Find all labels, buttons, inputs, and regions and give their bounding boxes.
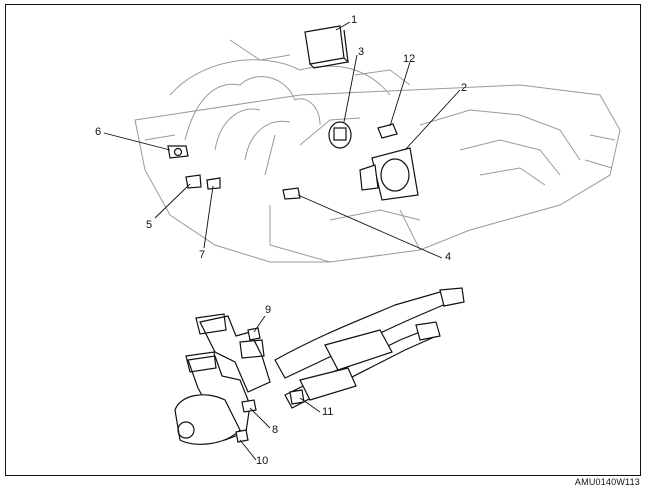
callout-12: 12 — [403, 53, 416, 65]
callout-1: 1 — [351, 14, 358, 26]
exhaust-system — [174, 287, 465, 445]
callout-8: 8 — [272, 424, 279, 436]
callout-7: 7 — [199, 249, 206, 261]
oxygen-sensor-11 — [289, 389, 305, 405]
engine-outline — [134, 39, 621, 263]
callout-2: 2 — [461, 82, 468, 94]
callout-4: 4 — [445, 251, 452, 263]
control-module — [304, 25, 345, 65]
diagram-border — [5, 4, 641, 476]
sensor-12 — [377, 123, 398, 139]
catalytic-converter-lower — [299, 367, 357, 401]
sensor-7 — [206, 177, 221, 190]
oxygen-sensor-9 — [247, 327, 261, 341]
engine-components — [167, 25, 419, 201]
figure-code: AMU0140W113 — [574, 477, 640, 487]
callout-6: 6 — [95, 126, 102, 138]
oxygen-sensor-8 — [241, 399, 257, 413]
oxygen-sensor-10 — [235, 429, 249, 443]
sensor-4 — [282, 187, 301, 200]
leader-lines — [103, 21, 461, 461]
throttle-body — [371, 147, 419, 201]
callout-9: 9 — [265, 304, 272, 316]
callout-10: 10 — [256, 455, 269, 467]
callout-3: 3 — [358, 46, 365, 58]
exhaust-manifold-upper — [199, 315, 271, 393]
callout-5: 5 — [146, 219, 153, 231]
catalytic-converter-upper — [324, 329, 393, 371]
callout-11: 11 — [322, 406, 334, 418]
